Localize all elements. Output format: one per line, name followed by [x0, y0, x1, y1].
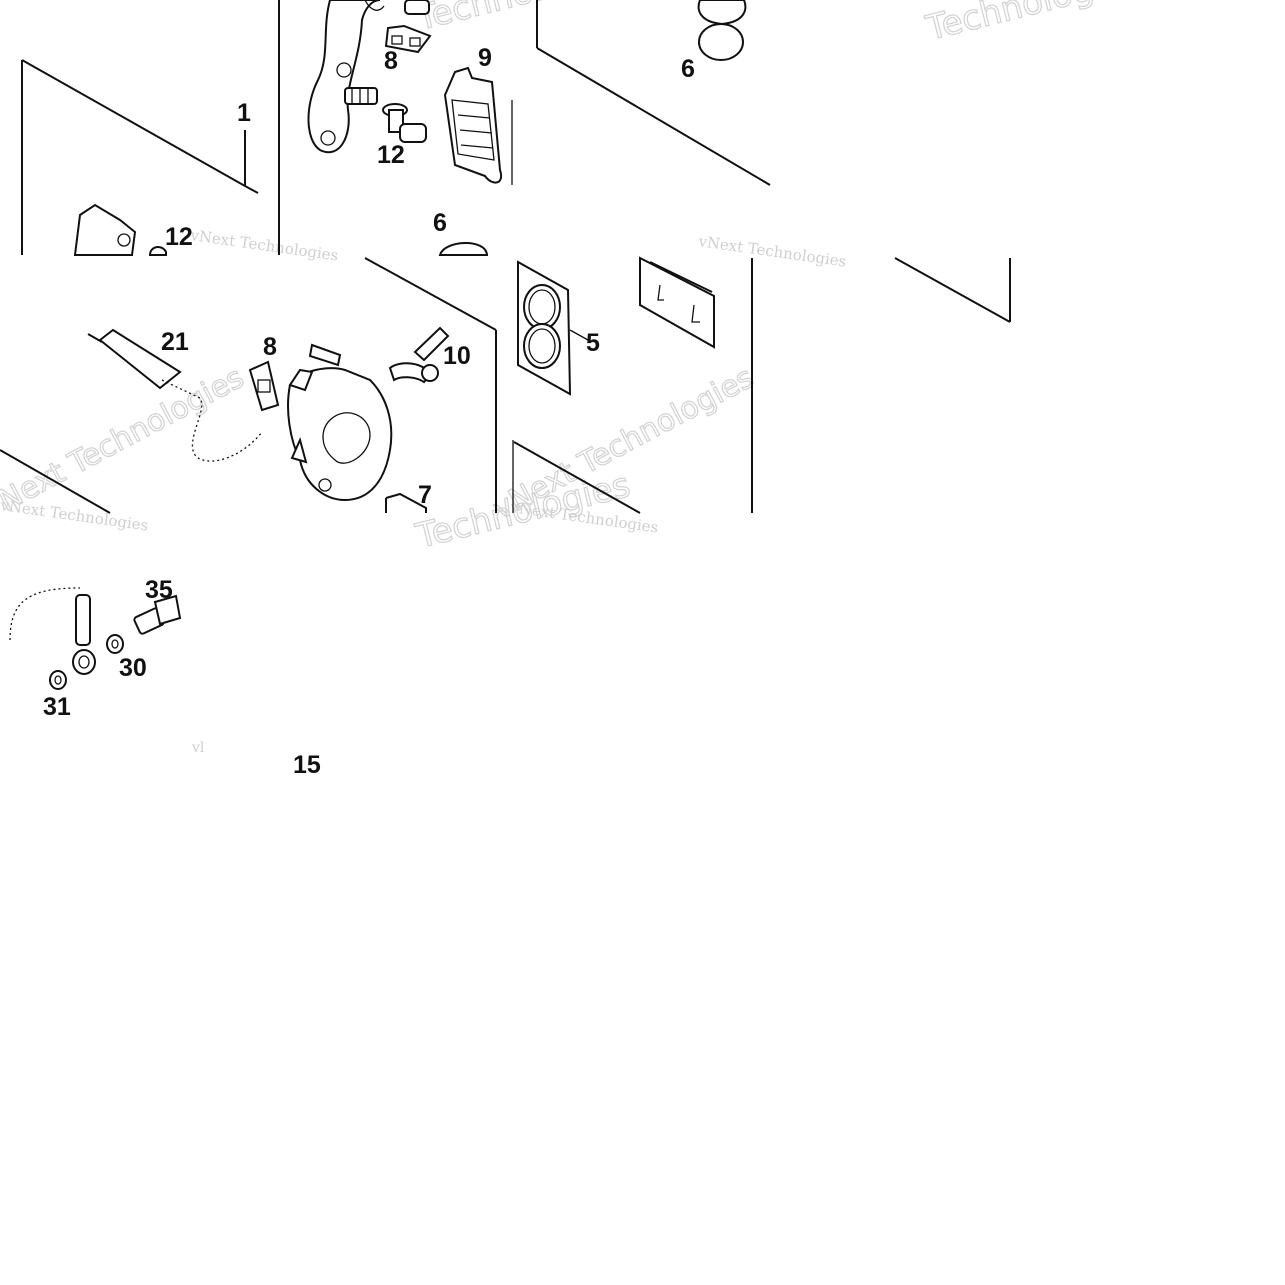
caliper-body	[287, 343, 393, 502]
pad-clip	[248, 360, 280, 412]
washer-lower	[49, 670, 67, 690]
piston-pair	[697, 0, 747, 61]
caliper-bracket	[307, 0, 385, 154]
callout-30: 30	[119, 654, 147, 682]
callout-12-left: 12	[165, 223, 193, 251]
banjo-fitting	[9, 587, 96, 675]
callout-1: 1	[237, 99, 251, 127]
watermark-left: vNext Technologies	[188, 226, 339, 265]
callout-12-top: 12	[377, 141, 405, 169]
callout-15: 15	[293, 751, 321, 779]
callout-9: 9	[478, 44, 492, 72]
watermark-top-right: Technologies	[922, 0, 1145, 49]
callout-31: 31	[43, 693, 71, 721]
callout-8-top: 8	[384, 47, 398, 75]
watermark-fragment: vl	[191, 740, 205, 756]
brake-hose	[87, 328, 263, 462]
watermark-top-center: Technologies	[412, 0, 635, 39]
washer-upper	[106, 634, 124, 654]
watermark-left-2: vNext Technologies	[0, 496, 150, 535]
callout-10: 10	[443, 342, 471, 370]
tile-middle	[0, 256, 1011, 514]
bleeder-valve	[388, 326, 450, 384]
caliper-bracket-left	[73, 203, 167, 256]
callout-6-top: 6	[681, 55, 695, 83]
callout-5: 5	[586, 329, 600, 357]
callout-21: 21	[161, 328, 189, 356]
clip-part-top	[384, 0, 432, 54]
piston-single	[438, 242, 489, 256]
tile-bottom	[9, 587, 182, 690]
watermark-right: vNext Technologies	[696, 232, 847, 271]
tile-top	[21, 0, 771, 256]
brake-pad	[443, 66, 503, 184]
bolt-part	[382, 103, 427, 143]
seal-kit-box	[517, 260, 589, 396]
pin-kit-box	[639, 256, 715, 349]
banjo-bolt	[133, 594, 182, 635]
callout-6-middle: 6	[433, 209, 447, 237]
pin-part	[344, 87, 378, 105]
callout-7: 7	[418, 481, 432, 509]
callout-35: 35	[145, 576, 173, 604]
callout-8-middle: 8	[263, 333, 277, 361]
